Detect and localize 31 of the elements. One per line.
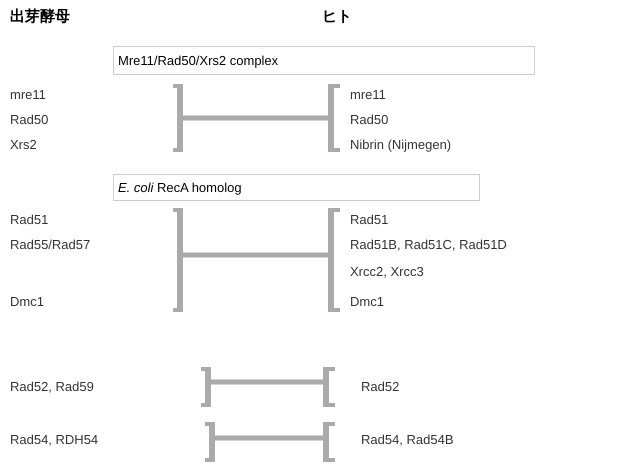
protein-name: Rad54, Rad54B [361, 431, 454, 449]
bracketed-protein-group [8, 422, 215, 462]
bracketed-protein-group [8, 84, 183, 152]
connector-line [183, 252, 328, 258]
protein-name: Rad55/Rad57 [10, 236, 90, 254]
protein-name: Dmc1 [10, 293, 44, 311]
protein-name: Rad52, Rad59 [10, 378, 94, 396]
protein-name: Rad52 [361, 378, 400, 396]
protein-name: Rad54, RDH54 [10, 431, 98, 449]
protein-name: mre11 [10, 86, 46, 104]
protein-name: mre11 [350, 86, 386, 104]
bracketed-protein-group [8, 208, 183, 312]
section-header-box [113, 46, 535, 75]
protein-name: Xrs2 [10, 136, 37, 154]
protein-name: Rad51B, Rad51C, Rad51D [350, 236, 507, 254]
protein-name: Nibrin (Nijmegen) [350, 136, 452, 154]
connector-line [211, 380, 323, 384]
protein-name: Dmc1 [350, 293, 384, 311]
protein-name: Rad51 [350, 211, 388, 229]
section-title: Mre11/Rad50/Xrs2 complex [118, 52, 278, 70]
section-title: E. coli RecA homolog [118, 178, 242, 197]
connector-line [183, 116, 328, 120]
section-header-box [113, 174, 480, 201]
protein-name: Rad50 [350, 111, 388, 129]
bracketed-protein-group [8, 367, 211, 407]
connector-line [215, 436, 323, 440]
column-heading: ヒト [322, 7, 352, 27]
protein-name: Xrcc2, Xrcc3 [350, 263, 424, 281]
protein-name: Rad50 [10, 111, 48, 129]
column-heading: 出芽酵母 [10, 7, 70, 27]
protein-name: Rad51 [10, 211, 48, 229]
